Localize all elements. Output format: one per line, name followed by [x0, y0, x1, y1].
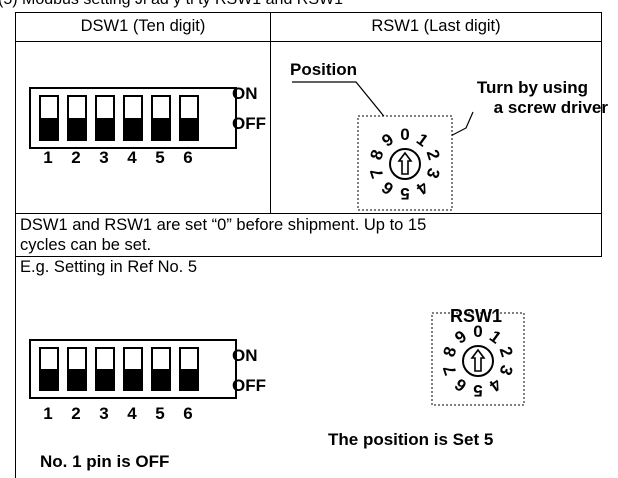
note-line2: cycles can be set.	[20, 236, 152, 254]
example-pin-caption: No. 1 pin is OFF	[40, 452, 170, 471]
dip-switch-graphic	[29, 87, 237, 149]
example-dip-number-3: 3	[99, 404, 109, 423]
section-caption: (5) Modbus setting Jl ad y ti ty RSW1 an…	[0, 0, 343, 9]
dip-lever-3	[96, 118, 114, 140]
table-top-border	[15, 12, 602, 13]
header-dsw1: DSW1 (Ten digit)	[80, 17, 206, 35]
dip-number-3: 3	[99, 148, 109, 167]
turn-label-line2: a screw driver	[493, 98, 608, 117]
note-line1: DSW1 and RSW1 are set “0” before shipmen…	[20, 216, 427, 234]
rotary-digit-5: 5	[400, 184, 409, 203]
dip-number-4: 4	[127, 148, 137, 167]
rotary-arrow-icon	[470, 348, 486, 372]
dip-number-2: 2	[71, 148, 81, 167]
dip-lever-1	[40, 369, 58, 390]
dip-lever-3	[96, 369, 114, 390]
table-row2-bottom	[15, 256, 602, 257]
example-dip-number-1: 1	[43, 404, 53, 423]
off-label: OFF	[232, 114, 266, 133]
table-column-divider	[270, 12, 271, 213]
on-label: ON	[232, 84, 258, 103]
example-title: E.g. Setting in Ref No. 5	[20, 258, 198, 276]
dip-lever-1	[40, 118, 58, 140]
example-dip-number-4: 4	[127, 404, 137, 423]
table-header-divider	[15, 41, 602, 42]
dip-lever-2	[68, 369, 86, 390]
dip-lever-5	[152, 118, 170, 140]
dip-lever-4	[124, 369, 142, 390]
dip-lever-5	[152, 369, 170, 390]
example-dip-number-5: 5	[155, 404, 165, 423]
dip-lever-6	[180, 118, 198, 140]
dip-switch-example-graphic	[29, 339, 237, 399]
rotary-arrow-icon	[397, 151, 413, 175]
example-dip-number-2: 2	[71, 404, 81, 423]
example-position-caption: The position is Set 5	[328, 430, 494, 449]
rotary-digit-0: 0	[400, 125, 409, 144]
dip-lever-6	[180, 369, 198, 390]
example-dip-number-6: 6	[183, 404, 193, 423]
rotary-digit-5: 5	[473, 381, 482, 400]
example-rsw1-label: RSW1	[450, 306, 503, 326]
dip-number-1: 1	[43, 148, 53, 167]
dip-number-6: 6	[183, 148, 193, 167]
dip-number-5: 5	[155, 148, 165, 167]
table-row1-bottom	[15, 213, 602, 214]
example-off-label: OFF	[232, 376, 266, 395]
turn-label-line1: Turn by using	[476, 78, 588, 97]
dip-lever-4	[124, 118, 142, 140]
position-label: Position	[290, 60, 358, 79]
rotary-digit-0: 0	[473, 322, 482, 341]
header-rsw1: RSW1 (Last digit)	[371, 17, 501, 35]
example-on-label: ON	[232, 346, 258, 365]
table-left-border	[15, 12, 16, 478]
table-right-border	[601, 12, 602, 256]
position-pointer-line	[292, 81, 388, 121]
dip-lever-2	[68, 118, 86, 140]
